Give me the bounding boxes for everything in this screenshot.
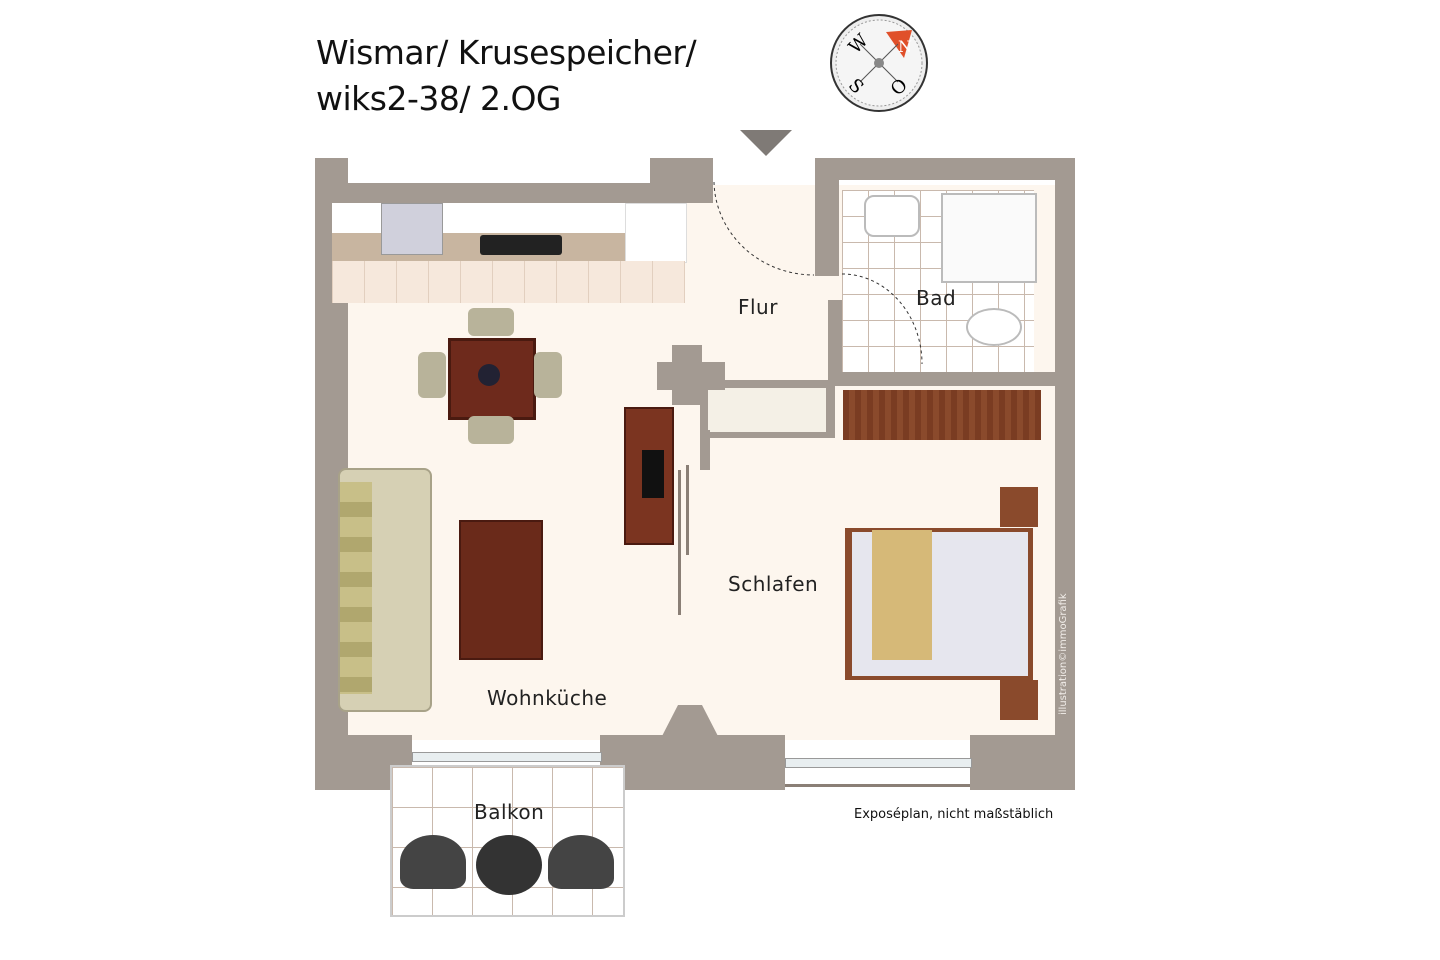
- chair-bottom: [468, 416, 514, 444]
- washbasin-icon: [864, 195, 920, 237]
- nightstand-top: [1000, 487, 1038, 527]
- compass-icon: N W S O: [830, 14, 928, 112]
- door-swing-bad: [841, 273, 923, 365]
- wall-bottom-right: [970, 735, 1075, 790]
- balcony-chair-left: [400, 835, 466, 889]
- coffee-table: [459, 520, 543, 660]
- title-line-1: Wismar/ Krusespeicher/: [316, 33, 697, 72]
- stove-icon: [381, 203, 443, 255]
- plan-title: Wismar/ Krusespeicher/ wiks2-38/ 2.OG: [316, 30, 697, 122]
- wardrobe: [843, 390, 1041, 440]
- blanket: [872, 530, 932, 660]
- entrance-arrow-icon: [740, 130, 792, 156]
- kitchen-floor-tiles: [332, 261, 685, 303]
- wall-bath-left-lower: [828, 300, 842, 386]
- tv-icon: [642, 450, 664, 498]
- compass-north: N: [898, 37, 912, 56]
- window-bedroom: [785, 758, 972, 768]
- wall-bath-bottom: [830, 372, 1055, 386]
- sink-icon: [480, 235, 562, 255]
- sofa-cushions: [340, 482, 372, 694]
- room-label-balkon: Balkon: [474, 800, 545, 824]
- storage-shelf: [708, 388, 826, 432]
- wall-pillar: [650, 158, 713, 188]
- balcony-door: [412, 752, 602, 762]
- room-label-flur: Flur: [738, 295, 778, 319]
- wall-stub: [700, 430, 710, 470]
- door-swing-flur: [713, 181, 815, 276]
- wall-bath-left: [815, 158, 839, 276]
- chair-left: [418, 352, 446, 398]
- nightstand-bottom: [1000, 680, 1038, 720]
- window-sill: [785, 784, 970, 787]
- chair-top: [468, 308, 514, 336]
- sliding-door: [686, 465, 689, 555]
- partition-wall: [678, 470, 681, 615]
- wall-bottom-mid: [600, 735, 785, 790]
- balcony-chair-right: [548, 835, 614, 889]
- room-label-bad: Bad: [916, 286, 957, 310]
- wall-top-bath: [815, 158, 1075, 180]
- room-label-schlafen: Schlafen: [728, 572, 819, 596]
- chair-right: [534, 352, 562, 398]
- wall-corner-pillar-h: [657, 362, 725, 390]
- shower-icon: [941, 193, 1037, 283]
- balcony-table: [476, 835, 542, 895]
- scale-note: Exposéplan, nicht maßstäblich: [854, 807, 1054, 822]
- illustration-credit: illustration©immoGrafik: [1058, 593, 1069, 715]
- table-decoration-icon: [478, 364, 500, 386]
- wall-top-kitchen: [315, 183, 713, 203]
- toilet-icon: [966, 308, 1022, 346]
- room-label-wohnkueche: Wohnküche: [487, 686, 608, 710]
- wall-right: [1055, 158, 1075, 790]
- fridge: [625, 203, 687, 263]
- title-line-2: wiks2-38/ 2.OG: [316, 79, 562, 118]
